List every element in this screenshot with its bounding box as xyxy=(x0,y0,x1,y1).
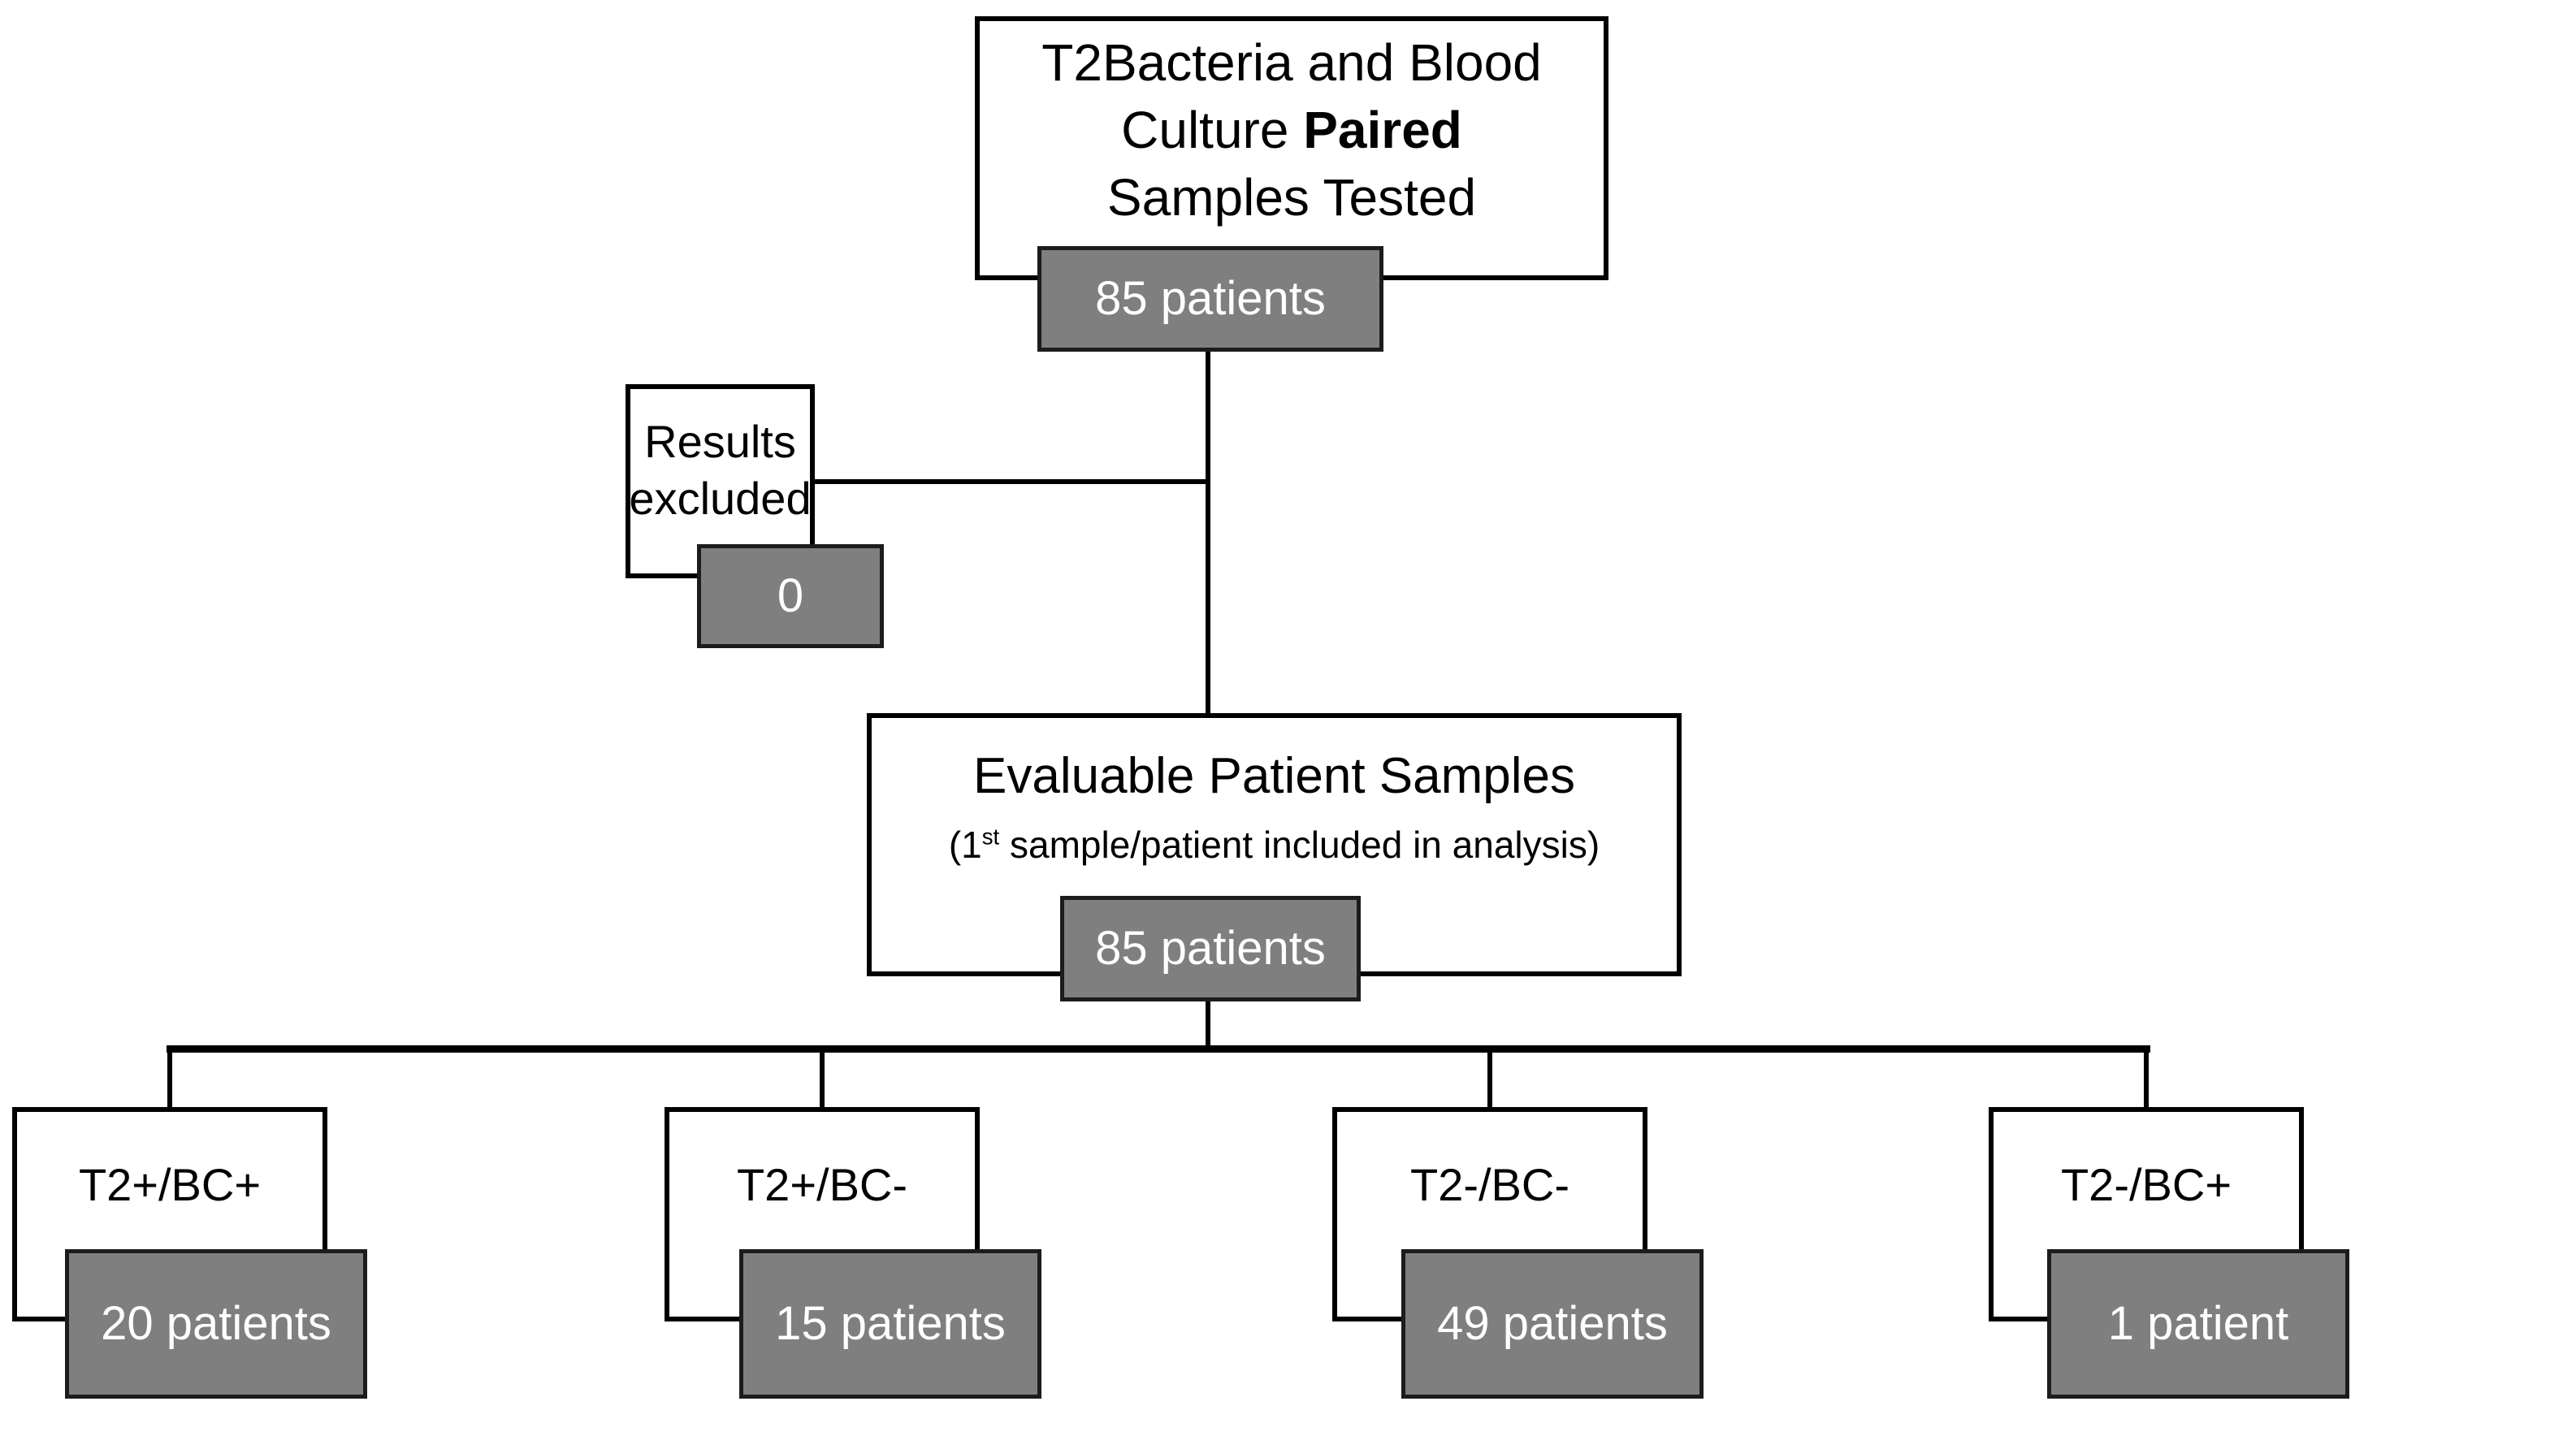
outcome-count-label: 20 patients xyxy=(101,1297,331,1350)
top-count-badge: 85 patients xyxy=(1037,246,1383,352)
excluded-label-line2: excluded xyxy=(629,472,812,524)
distribution-line xyxy=(167,1045,2150,1053)
connector-evaluable-to-distribution xyxy=(1206,1001,1210,1053)
top-box: T2Bacteria and Blood Culture Paired Samp… xyxy=(975,16,1608,280)
top-box-title-line1: T2Bacteria and Blood xyxy=(1041,32,1542,92)
outcome-count-badge-t2neg-bcneg: 49 patients xyxy=(1401,1249,1704,1399)
evaluable-title: Evaluable Patient Samples xyxy=(972,748,1575,804)
top-box-title-line2: Culture Paired xyxy=(1121,100,1462,159)
top-box-title-bold: Paired xyxy=(1303,100,1462,159)
evaluable-count-badge: 85 patients xyxy=(1060,896,1361,1001)
evaluable-count-label: 85 patients xyxy=(1095,922,1326,975)
outcome-count-badge-t2pos-bcpos: 20 patients xyxy=(65,1249,367,1399)
drop-line-outcome-2 xyxy=(820,1045,825,1112)
outcome-label: T2-/BC- xyxy=(1410,1159,1569,1210)
excluded-count-label: 0 xyxy=(777,569,804,622)
outcome-label: T2-/BC+ xyxy=(2060,1159,2232,1210)
connector-top-to-evaluable xyxy=(1206,352,1210,718)
outcome-label: T2+/BC- xyxy=(736,1159,908,1210)
outcome-label: T2+/BC+ xyxy=(78,1159,262,1210)
outcome-count-label: 15 patients xyxy=(775,1297,1006,1350)
excluded-count-badge: 0 xyxy=(697,544,884,648)
evaluable-subtitle-superscript: st xyxy=(981,824,1000,850)
outcome-count-badge-t2neg-bcpos: 1 patient xyxy=(2047,1249,2349,1399)
outcome-count-label: 1 patient xyxy=(2107,1297,2289,1350)
evaluable-subtitle: (1st sample/patient included in analysis… xyxy=(948,824,1600,866)
excluded-label-line1: Results xyxy=(644,415,796,467)
drop-line-outcome-3 xyxy=(1487,1045,1492,1112)
outcome-count-label: 49 patients xyxy=(1437,1297,1668,1350)
connector-excluded-branch xyxy=(815,479,1210,484)
outcome-count-badge-t2pos-bcneg: 15 patients xyxy=(739,1249,1041,1399)
top-count-label: 85 patients xyxy=(1095,272,1326,325)
drop-line-outcome-4 xyxy=(2144,1045,2149,1112)
drop-line-outcome-1 xyxy=(167,1045,172,1112)
top-box-title-line3: Samples Tested xyxy=(1106,167,1477,227)
